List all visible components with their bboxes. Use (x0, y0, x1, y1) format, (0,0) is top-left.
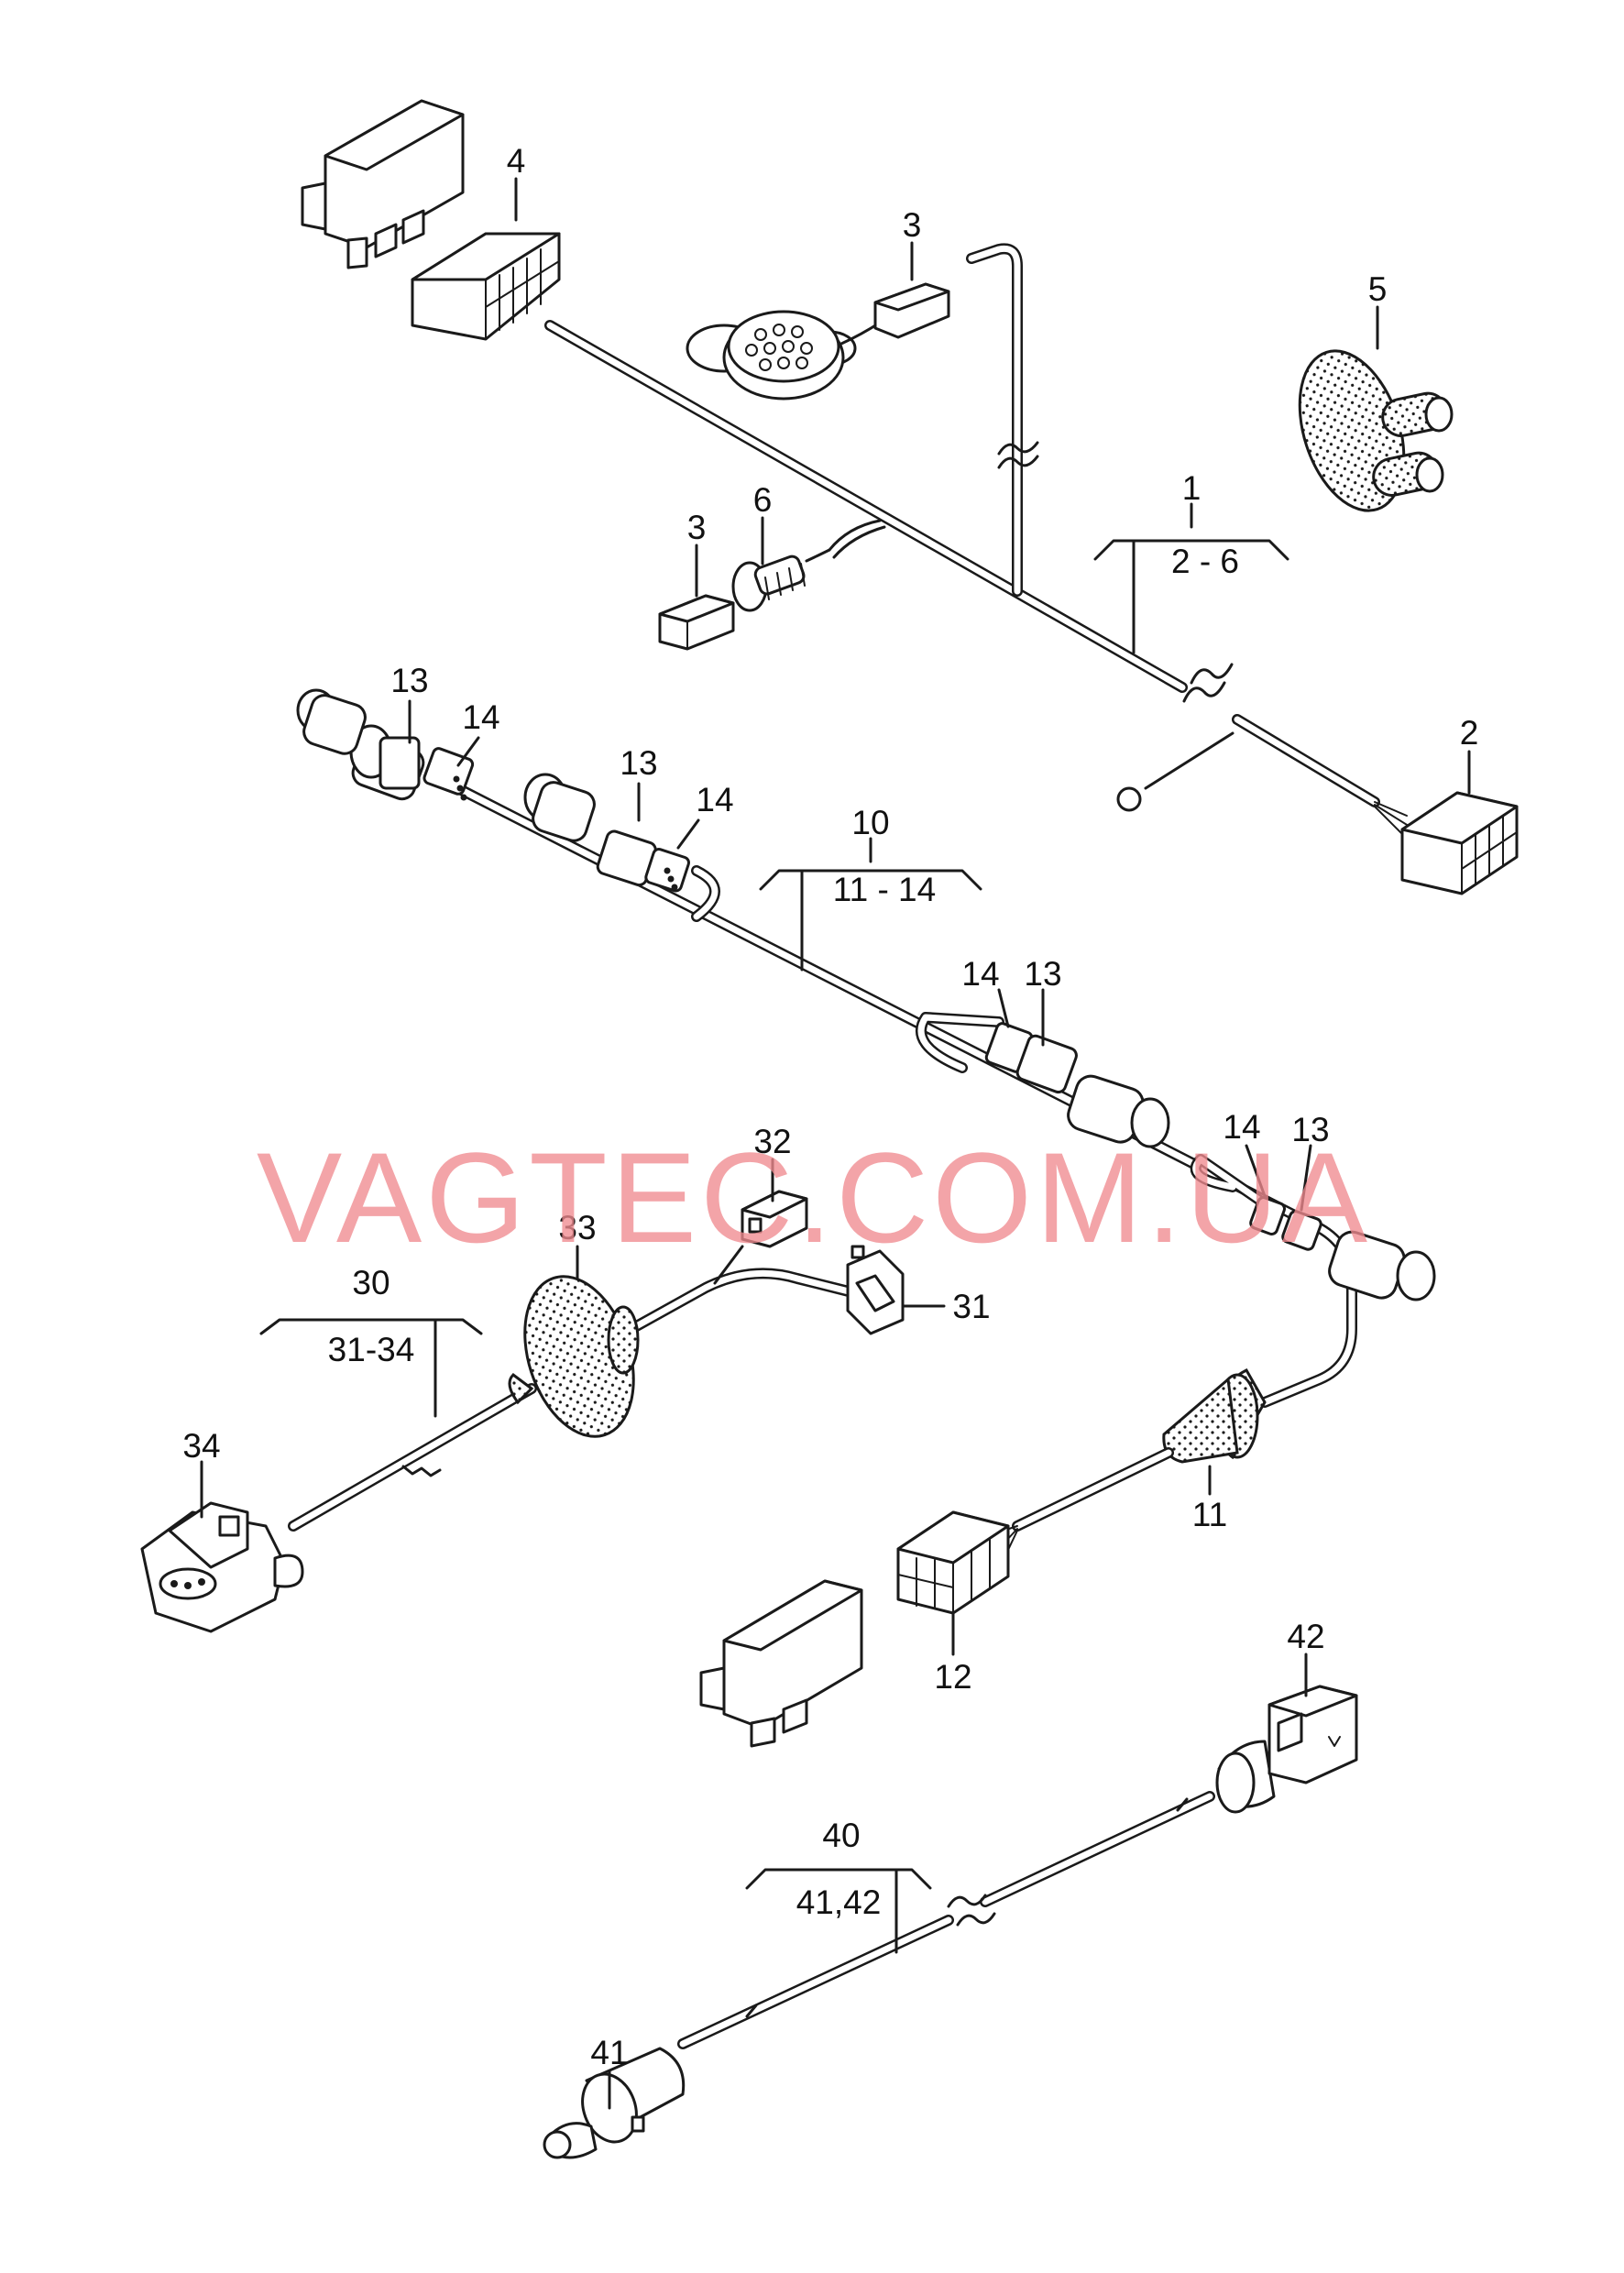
callout-1: 1 (1182, 469, 1202, 507)
harness-cable-30 (288, 1245, 858, 1532)
harness-group-30 (140, 1190, 905, 1633)
callout-13-d: 13 (1291, 1111, 1329, 1148)
callout-2: 2 (1460, 714, 1479, 752)
harness-group-10 (296, 688, 1436, 1748)
callout-11: 11 (1192, 1496, 1227, 1533)
grommet-11 (1012, 1368, 1267, 1532)
group-brackets (259, 502, 1289, 1954)
leader-lines (200, 177, 1471, 2110)
plug-31 (846, 1245, 905, 1335)
callout-14-d: 14 (1223, 1108, 1260, 1146)
connector-4 (411, 232, 561, 341)
sensor-13-a (296, 688, 367, 755)
harness-cable-40 (677, 1791, 1215, 2049)
connector-12 (896, 1510, 1018, 1615)
connector-34 (140, 1501, 304, 1633)
callout-40-range: 41,42 (796, 1883, 882, 1921)
sensor-holder-13-b (523, 773, 690, 893)
grommet-5 (1298, 349, 1454, 512)
callout-10: 10 (851, 804, 889, 841)
grommet-6 (731, 548, 831, 612)
buzzer (686, 310, 882, 401)
watermark: VAGTEC.COM.UA (257, 1126, 1371, 1269)
callout-6: 6 (753, 481, 773, 519)
callout-13-c: 13 (1024, 955, 1061, 993)
sensor-holder-13-d (1249, 1196, 1436, 1301)
callout-30: 30 (352, 1264, 390, 1301)
callout-14-a: 14 (462, 698, 499, 736)
main-harness-cable-10 (434, 774, 1357, 1408)
callout-5: 5 (1368, 270, 1388, 308)
callout-31: 31 (952, 1288, 990, 1325)
grommet-33 (508, 1275, 640, 1438)
harness-group-40 (543, 1685, 1358, 2159)
connector-32 (741, 1190, 808, 1248)
connector-3-lower (658, 594, 735, 651)
harness-group-1 (301, 99, 1519, 895)
callout-42: 42 (1287, 1618, 1324, 1655)
callout-13-a: 13 (390, 662, 428, 699)
callout-33: 33 (558, 1209, 596, 1246)
callout-14-c: 14 (961, 955, 999, 993)
callout-32: 32 (753, 1123, 791, 1160)
connector-2 (1374, 791, 1519, 895)
callout-34: 34 (182, 1427, 220, 1465)
callout-41: 41 (590, 2034, 628, 2071)
callout-4: 4 (507, 142, 526, 180)
callout-3-lower: 3 (687, 509, 707, 546)
connector-42 (1215, 1685, 1358, 1814)
ground-eyelet (1116, 786, 1142, 812)
callout-30-range: 31-34 (328, 1331, 415, 1368)
callout-1-range: 2 - 6 (1171, 543, 1239, 580)
control-unit-lower (699, 1579, 863, 1748)
sensor-holder-13-c (984, 1022, 1170, 1148)
connector-3-buzzer (873, 282, 950, 339)
sensor-connector-14-a (422, 747, 475, 801)
callout-12: 12 (934, 1658, 971, 1696)
sensor-holder-13-a (349, 724, 425, 801)
main-harness-cable-1 (544, 243, 1380, 812)
callout-10-range: 11 - 14 (833, 871, 936, 908)
callout-13-b: 13 (620, 744, 657, 782)
callout-14-b: 14 (696, 781, 733, 818)
callout-labels: 4 3 5 1 2 - 6 3 6 2 13 14 13 14 10 11 - … (182, 142, 1478, 2071)
callout-3-upper: 3 (903, 206, 922, 244)
control-unit-upper (301, 99, 465, 269)
callout-40: 40 (822, 1817, 860, 1854)
